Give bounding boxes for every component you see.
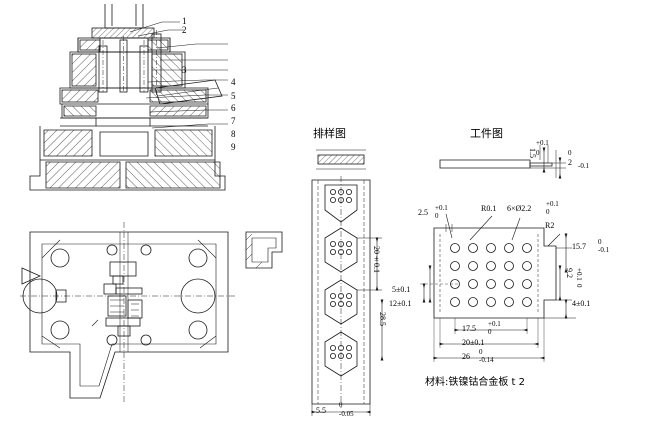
callout-3: 3	[182, 65, 187, 75]
material-note: 材料:铁镍钴合金板 t 2	[425, 377, 526, 388]
dim-strip-bottom: 5.5	[316, 406, 326, 415]
part-front-view	[420, 213, 576, 362]
detail-corner-view	[245, 231, 283, 269]
dim-2p5: 2.5	[418, 208, 428, 217]
callout-9: 9	[231, 142, 236, 152]
dim-r2: R2	[545, 221, 555, 230]
dim-26-tol-up: 0	[479, 348, 483, 356]
dim-strip-bottom-tol-dn: -0.05	[339, 410, 354, 418]
dim-right-tol-up: 0	[568, 149, 572, 157]
dim-r01: R0.1	[481, 204, 497, 213]
dim-17p5-tol-up: +0.1	[488, 320, 501, 328]
strip-layout-view	[311, 149, 384, 416]
callout-7: 7	[231, 116, 236, 126]
callout-2: 2	[182, 25, 187, 35]
dim-6x-holes: 6×Ø2.2	[507, 204, 532, 213]
dim-15p7-tol-dn: -0.1	[598, 246, 610, 254]
dim-thickness-tol-up: +0.1	[536, 139, 549, 147]
dim-20: 20±0.1	[462, 338, 485, 347]
dim-15p7-tol-up: 0	[598, 238, 602, 246]
dim-strip-bottom-tol-up: 0	[339, 401, 343, 409]
dim-26-tol-dn: -0.14	[479, 356, 494, 364]
die-assembly-section-view	[29, 4, 228, 191]
dim-right-tol-dn: -0.1	[578, 162, 590, 170]
dim-right-val: 2	[568, 158, 572, 167]
dim-9p2-tol-dn: 0	[575, 284, 583, 288]
dim-thickness: 1.5	[528, 148, 537, 158]
callout-6: 6	[231, 103, 236, 113]
dim-17p5-tol-dn: 0	[488, 328, 492, 336]
callout-4: 4	[231, 77, 236, 87]
dim-9p2-tol-up: +0.1	[575, 268, 583, 281]
dim-9p2: 9.2	[565, 268, 574, 278]
dim-thickness-tol-dn: 0	[536, 149, 540, 157]
callout-8: 8	[231, 129, 236, 139]
dim-17p5: 17.5	[462, 324, 476, 333]
dim-12: 12±0.1	[389, 299, 412, 308]
dim-26: 26	[462, 352, 470, 361]
title-part-view: 工件图	[470, 127, 503, 140]
die-plan-view	[20, 222, 236, 404]
dim-4: 4±0.1	[572, 299, 591, 308]
part-side-view	[439, 145, 566, 179]
title-layout-view: 排样图	[313, 127, 346, 140]
dim-6x-tol-dn: 0	[546, 208, 550, 216]
callout-1: 1	[182, 16, 187, 26]
dim-15p7: 15.7	[572, 242, 586, 251]
dim-6x-tol-up: +0.1	[546, 200, 559, 208]
dim-2p5-tol-dn: 0	[435, 212, 439, 220]
dim-2p5-tol-up: +0.1	[435, 204, 448, 212]
dim-5: 5±0.1	[392, 285, 411, 294]
callout-5: 5	[231, 91, 236, 101]
dim-strip-width: 28.5	[378, 312, 387, 326]
dim-strip-pitch: 20±0.1	[372, 246, 381, 273]
